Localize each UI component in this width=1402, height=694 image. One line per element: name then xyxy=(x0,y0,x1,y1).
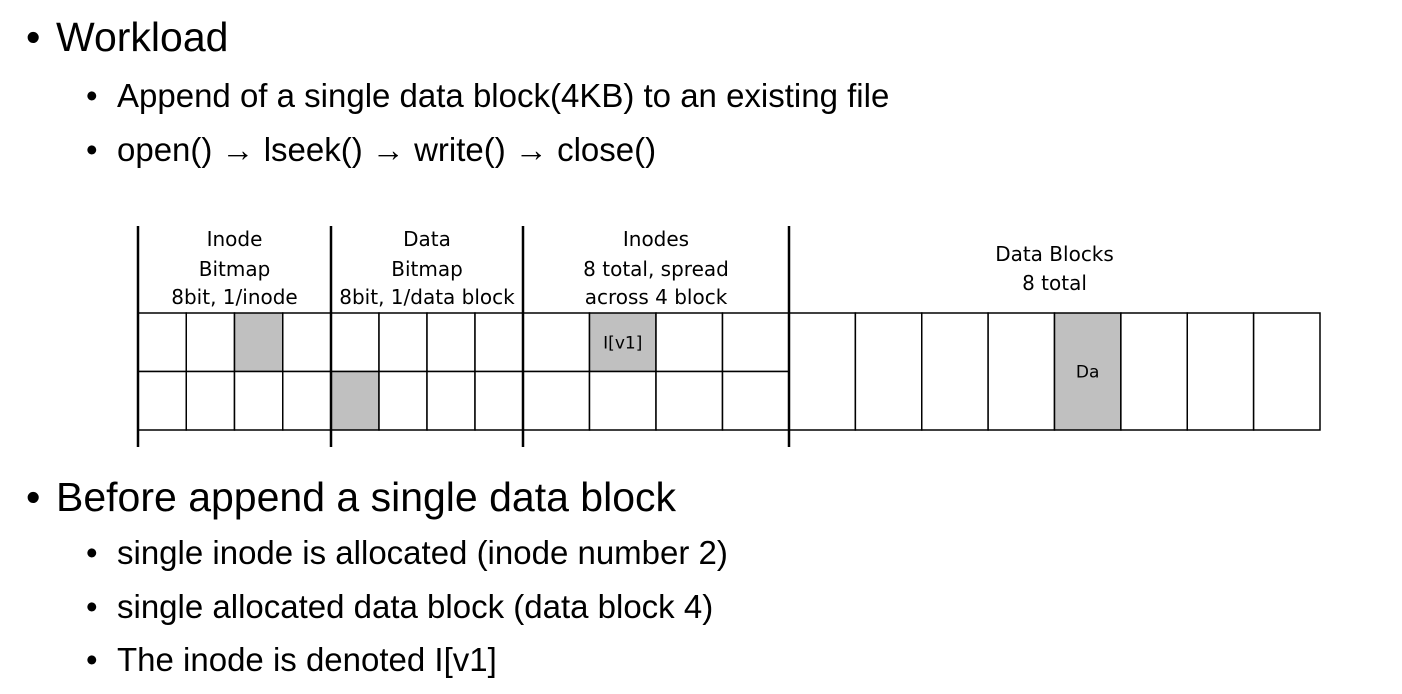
inode-bitmap-cell xyxy=(185,370,236,431)
data-bitmap-cell xyxy=(474,312,524,373)
inodes-header-line: 8 total, spread xyxy=(583,257,729,281)
data-bitmap-header-line: 8bit, 1/data block xyxy=(339,285,515,309)
bullet-dot: • xyxy=(26,474,41,520)
inodes-cell xyxy=(721,312,790,373)
data-bitmap-cell xyxy=(378,312,428,373)
data-bitmap-cell xyxy=(378,370,428,431)
bullet-text: open() → lseek() → write() → close() xyxy=(117,131,657,168)
data-bitmap-header-line: Bitmap xyxy=(391,257,463,281)
bullet-data-block-allocated: • single allocated data block (data block… xyxy=(86,588,713,626)
bullet-text: Before append a single data block xyxy=(56,474,677,520)
bullet-dot: • xyxy=(86,641,98,678)
bullet-text: Workload xyxy=(56,14,229,60)
data-blocks-cell xyxy=(854,312,923,431)
bullet-text: The inode is denoted I[v1] xyxy=(117,641,497,678)
bullet-append-description: • Append of a single data block(4KB) to a… xyxy=(86,77,889,115)
data-blocks-cell xyxy=(987,312,1056,431)
data-bitmap-cell xyxy=(474,370,524,431)
bullet-dot: • xyxy=(26,14,41,60)
data-blocks-cell xyxy=(1053,312,1122,431)
data-blocks-cell xyxy=(1252,312,1321,431)
bullet-dot: • xyxy=(86,77,98,114)
inodes-cell xyxy=(522,312,591,373)
inode-bitmap-cell xyxy=(137,312,187,373)
inodes-header-line: across 4 block xyxy=(585,285,728,309)
bullet-dot: • xyxy=(86,588,98,625)
inodes-cell xyxy=(721,370,790,431)
inode-bitmap-cell xyxy=(282,370,332,431)
bullet-inode-notation: • The inode is denoted I[v1] xyxy=(86,641,497,679)
bullet-dot: • xyxy=(86,131,98,168)
inode-bitmap-header-line: 8bit, 1/inode xyxy=(171,285,297,309)
data-blocks-cell xyxy=(1120,312,1188,431)
bullet-before-append: • Before append a single data block xyxy=(26,474,676,521)
bullet-text: Append of a single data block(4KB) to an… xyxy=(117,77,890,114)
inodes-cell xyxy=(588,312,657,373)
inode-bitmap-cell xyxy=(137,370,187,431)
data-bitmap-cell xyxy=(426,370,476,431)
inodes-cell xyxy=(588,370,657,431)
inode-bitmap-cell xyxy=(282,312,332,373)
data-bitmap-cell xyxy=(426,312,476,373)
data-blocks-header-line: 8 total xyxy=(1022,271,1087,295)
data-blocks-cell-label: Da xyxy=(1076,363,1100,383)
inodes-cell xyxy=(655,370,724,431)
data-blocks-cell xyxy=(1186,312,1255,431)
data-bitmap-header-line: Data xyxy=(403,227,451,251)
inode-bitmap-cell xyxy=(233,370,284,431)
inode-bitmap-header-line: Inode xyxy=(207,227,263,251)
bullet-workload: • Workload xyxy=(26,14,228,61)
inodes-cell xyxy=(655,312,724,373)
data-bitmap-cell xyxy=(330,370,380,431)
bullet-inode-allocated: • single inode is allocated (inode number… xyxy=(86,534,728,572)
inodes-cell xyxy=(522,370,591,431)
inodes-header-line: Inodes xyxy=(623,227,689,251)
data-blocks-cell xyxy=(788,312,857,431)
data-bitmap-cell xyxy=(330,312,380,373)
inode-bitmap-header-line: Bitmap xyxy=(199,257,271,281)
inode-bitmap-cell xyxy=(185,312,236,373)
inodes-cell-label: I[v1] xyxy=(603,333,642,353)
inode-bitmap-cell xyxy=(233,312,284,373)
data-blocks-header-line: Data Blocks xyxy=(995,242,1114,266)
bullet-text: single allocated data block (data block … xyxy=(117,588,714,625)
bullet-text: single inode is allocated (inode number … xyxy=(117,534,728,571)
bullet-dot: • xyxy=(86,534,98,571)
bullet-syscall-sequence: • open() → lseek() → write() → close() xyxy=(86,131,656,169)
data-blocks-cell xyxy=(921,312,989,431)
